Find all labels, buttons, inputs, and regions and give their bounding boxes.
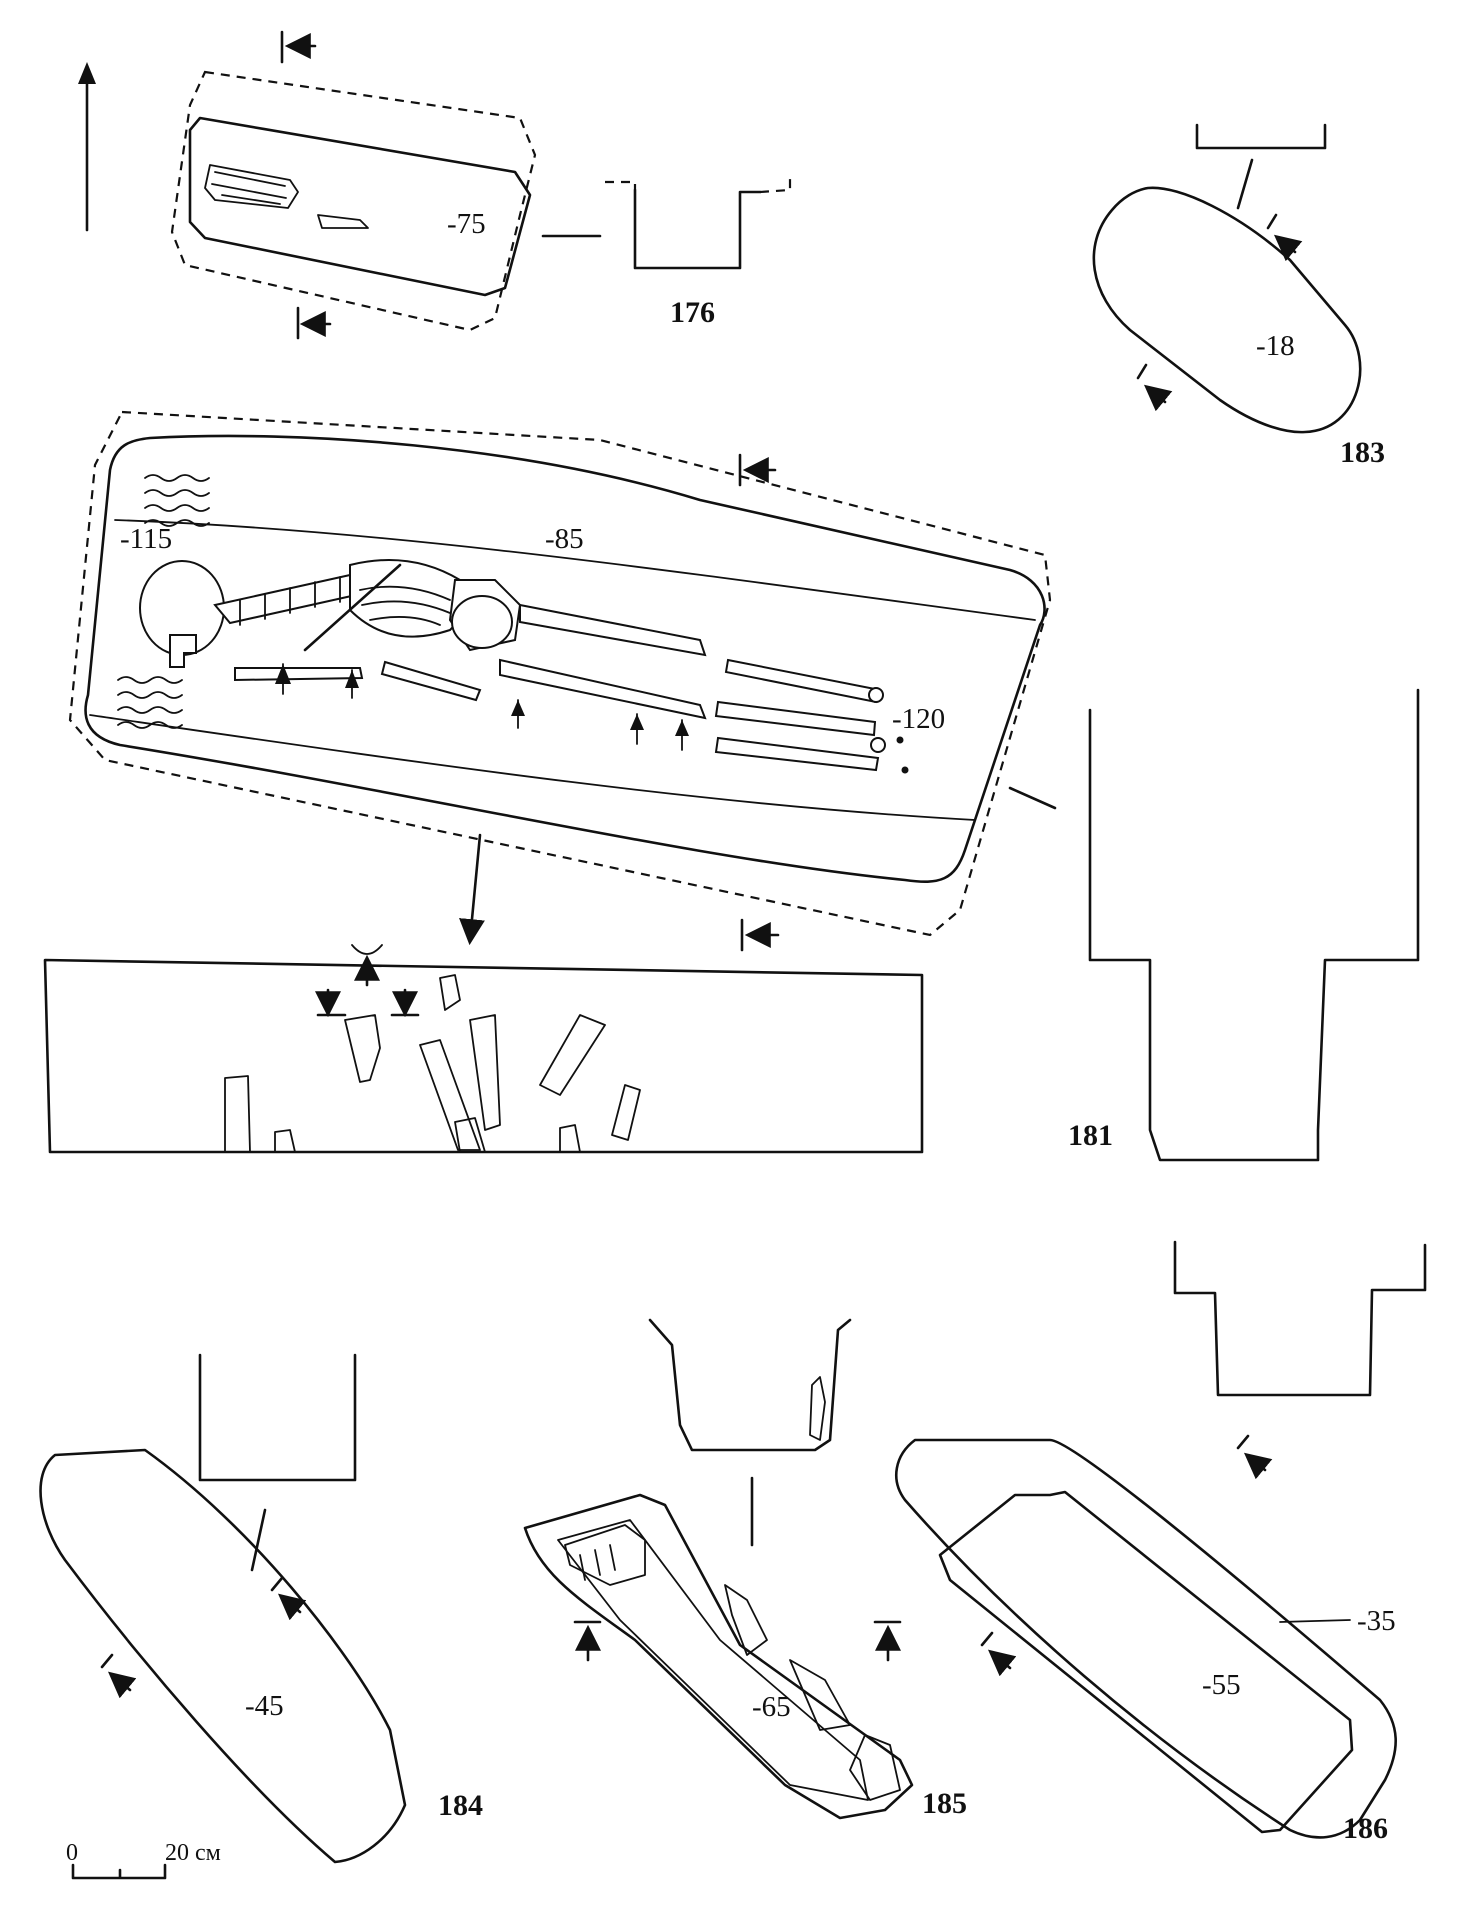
grave-181: -115 -85 -120 — [43, 410, 1420, 1162]
grave-176-section — [605, 178, 792, 270]
arrowhead-markers — [275, 663, 689, 751]
section-arrow-icon — [740, 918, 780, 952]
depth-176: -75 — [447, 208, 486, 240]
section-arrow-icon — [738, 453, 777, 487]
grave-number-185: 185 — [922, 1787, 967, 1820]
section-arrow-icon — [1136, 363, 1173, 412]
section-arrow-icon — [873, 1620, 902, 1662]
scale-end: 20 см — [165, 1840, 221, 1866]
grave-181-profile-long — [43, 944, 924, 1154]
depth-181-fill: -85 — [545, 523, 584, 555]
grave-number-186: 186 — [1343, 1812, 1388, 1845]
depth-184: -45 — [245, 1690, 284, 1722]
section-arrow-icon — [296, 306, 332, 340]
grave-186: -55 -35 186 — [895, 1240, 1427, 1845]
section-arrow-icon — [280, 30, 317, 64]
grave-number-184: 184 — [438, 1789, 483, 1822]
north-arrow-icon — [78, 62, 96, 232]
grave-183: -18 183 — [1092, 123, 1385, 469]
grave-185-bones — [564, 1524, 901, 1801]
grave-176: -75 176 — [170, 30, 792, 340]
section-arrow-icon — [573, 1620, 602, 1662]
grave-number-176: 176 — [670, 296, 715, 329]
scale-bar: 0 20 см — [66, 1840, 221, 1880]
grave-184: -45 184 — [39, 1353, 483, 1864]
section-arrow-icon — [270, 1576, 307, 1621]
scale-start: 0 — [66, 1840, 78, 1866]
section-arrow-icon — [100, 1653, 137, 1699]
grave-181-hatching — [117, 474, 210, 729]
skeleton — [139, 559, 909, 774]
depth-181-head: -115 — [120, 523, 172, 555]
depth-186-inner: -55 — [1202, 1669, 1241, 1701]
grave-number-183: 183 — [1340, 436, 1385, 469]
grave-181-section — [1088, 688, 1420, 1162]
depth-181-feet: -120 — [892, 703, 945, 735]
depth-185: -65 — [752, 1691, 791, 1723]
depth-186-outer: -35 — [1357, 1605, 1396, 1637]
section-arrow-icon — [1266, 213, 1303, 262]
grave-185: -65 185 — [523, 1318, 967, 1820]
section-arrow-icon — [980, 1631, 1017, 1677]
section-arrow-icon — [1236, 1434, 1273, 1480]
depth-183: -18 — [1256, 330, 1295, 362]
grave-176-bones — [204, 164, 369, 229]
grave-number-181: 181 — [1068, 1119, 1113, 1152]
